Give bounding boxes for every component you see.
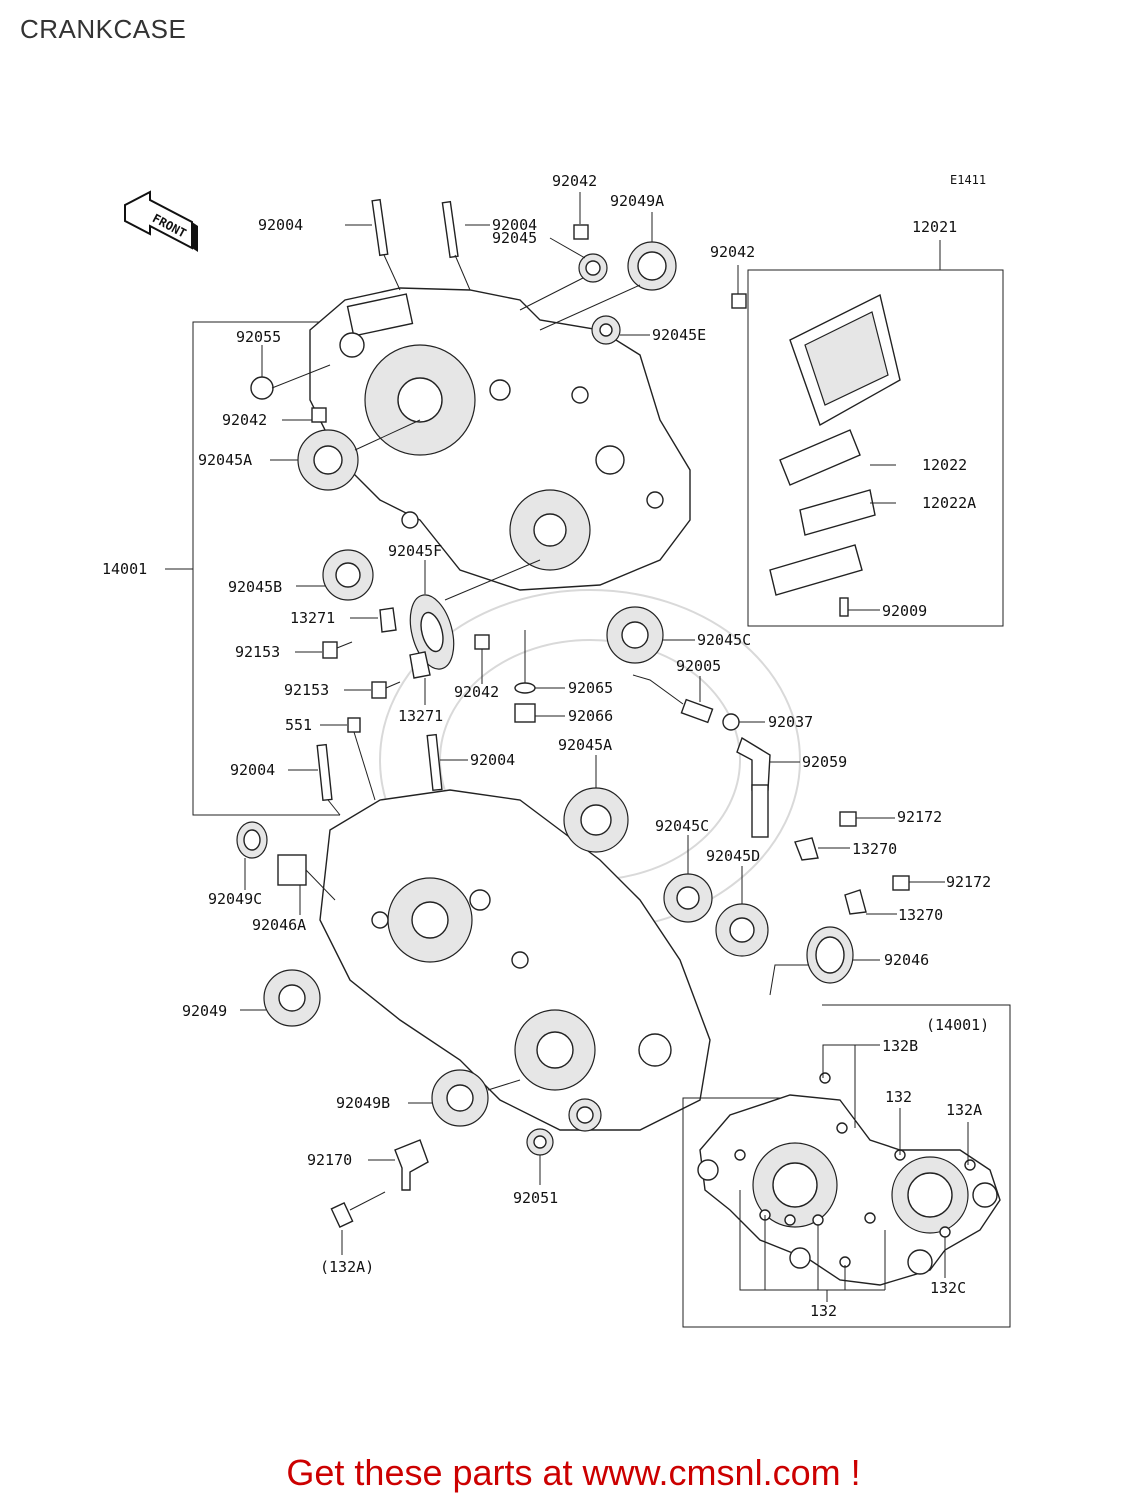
label-92045E: 92045E [652, 326, 706, 344]
label-92049A: 92049A [610, 192, 664, 210]
label-92004-right: 92004 [492, 216, 537, 234]
label-92066: 92066 [568, 707, 613, 725]
label-92004-low-right: 92004 [470, 751, 515, 769]
lower-crankcase-half [319, 789, 711, 1131]
page-title: CRANKCASE [20, 14, 187, 44]
label-92042-mid: 92042 [222, 411, 267, 429]
label-14001: 14001 [102, 560, 147, 578]
label-132B: 132B [882, 1037, 918, 1055]
label-92037: 92037 [768, 713, 813, 731]
label-92045F: 92045F [388, 542, 442, 560]
label-92065: 92065 [568, 679, 613, 697]
label-92009: 92009 [882, 602, 927, 620]
label-92004-left: 92004 [258, 216, 303, 234]
label-12022: 12022 [922, 456, 967, 474]
footer-promo-link[interactable]: Get these parts at www.cmsnl.com ! [286, 1452, 861, 1493]
label-92153-top: 92153 [235, 643, 280, 661]
label-92059: 92059 [802, 753, 847, 771]
diagram-code: E1411 [950, 173, 986, 187]
label-92005: 92005 [676, 657, 721, 675]
label-132-bottom: 132 [810, 1302, 837, 1320]
hardware-parts [236, 192, 945, 1255]
label-92046A: 92046A [252, 916, 306, 934]
label-13270-low: 13270 [898, 906, 943, 924]
label-13271-low: 13271 [398, 707, 443, 725]
label-92170: 92170 [307, 1151, 352, 1169]
label-132-top: 132 [885, 1088, 912, 1106]
label-132A-paren: (132A) [320, 1258, 374, 1276]
footer-promo: Get these parts at www.cmsnl.com ! [0, 1452, 1147, 1494]
label-92046: 92046 [884, 951, 929, 969]
label-12022A: 12022A [922, 494, 976, 512]
label-92045B: 92045B [228, 578, 282, 596]
label-132C: 132C [930, 1279, 966, 1297]
label-14001-paren: (14001) [926, 1016, 989, 1034]
label-13270-top: 13270 [852, 840, 897, 858]
label-92042-right: 92042 [710, 243, 755, 261]
bracket-14001 [165, 321, 360, 816]
label-92172-top: 92172 [897, 808, 942, 826]
label-92045-top: 92045 [492, 229, 537, 247]
label-12021: 12021 [912, 218, 957, 236]
label-13271-top: 13271 [290, 609, 335, 627]
label-92004-low-left: 92004 [230, 761, 275, 779]
label-92045A-low: 92045A [558, 736, 612, 754]
label-92042-top: 92042 [552, 172, 597, 190]
inset-crankcase [682, 1004, 1011, 1328]
label-92172-low: 92172 [946, 873, 991, 891]
label-92055: 92055 [236, 328, 281, 346]
reed-valve-box [747, 240, 1004, 627]
label-92051: 92051 [513, 1189, 558, 1207]
label-92049: 92049 [182, 1002, 227, 1020]
front-arrow-icon: FRONT [124, 190, 198, 252]
label-92045C-low: 92045C [655, 817, 709, 835]
label-92045D: 92045D [706, 847, 760, 865]
label-92042-low: 92042 [454, 683, 499, 701]
label-92045A-top: 92045A [198, 451, 252, 469]
crankcase-exploded-diagram: FRONT E1411 [102, 172, 1011, 1328]
label-551: 551 [285, 716, 312, 734]
label-92153-low: 92153 [284, 681, 329, 699]
part-labels: 92042 92004 92004 92049A 92045 92042 120… [102, 172, 991, 1320]
upper-crankcase-half [309, 287, 691, 591]
label-92049C: 92049C [208, 890, 262, 908]
label-92049B: 92049B [336, 1094, 390, 1112]
label-132A: 132A [946, 1101, 982, 1119]
label-92045C-top: 92045C [697, 631, 751, 649]
